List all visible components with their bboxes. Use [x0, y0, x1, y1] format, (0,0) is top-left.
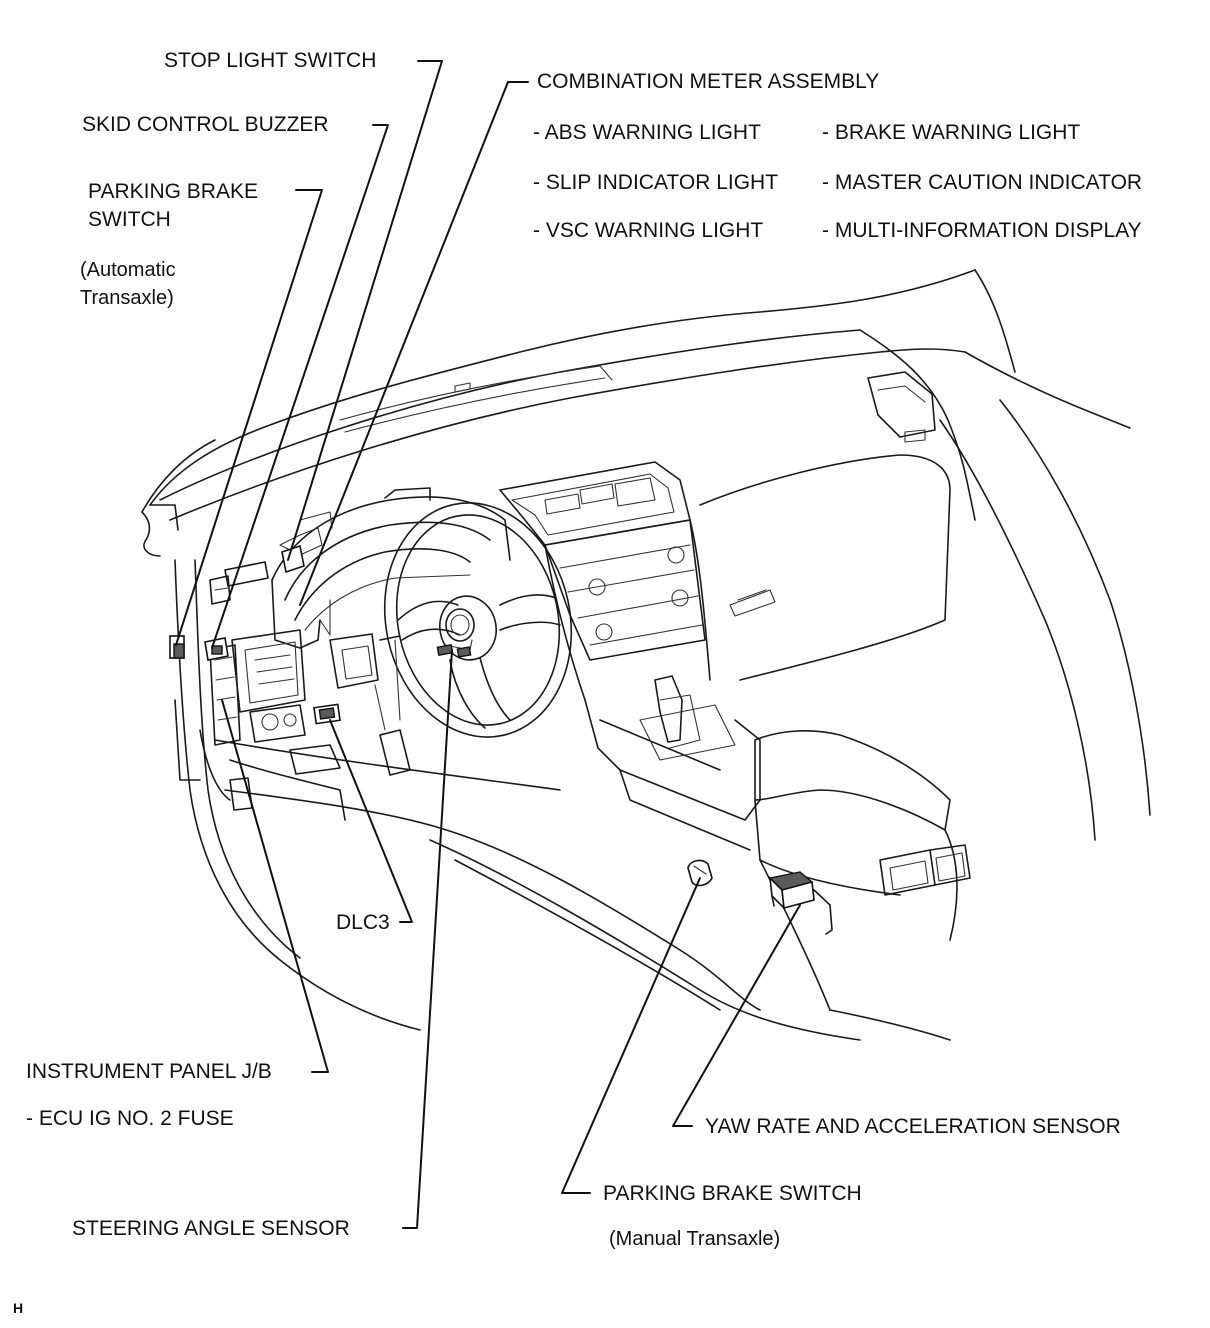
- right-air-vent: [867, 371, 936, 443]
- label-instrument-panel-jb: INSTRUMENT PANEL J/B: [26, 1060, 272, 1083]
- left-lower-dash: [209, 561, 411, 811]
- label-slip-indicator-light: - SLIP INDICATOR LIGHT: [533, 171, 779, 194]
- leader-steering-angle-sensor: [402, 649, 453, 1229]
- glovebox: [699, 454, 951, 681]
- label-multi-information-display: - MULTI-INFORMATION DISPLAY: [822, 219, 1142, 242]
- label-ecu-ig-fuse: - ECU IG NO. 2 FUSE: [26, 1107, 234, 1130]
- label-parking-brake-switch-mt: PARKING BRAKE SWITCH: [603, 1182, 862, 1205]
- dashboard-outline: [141, 269, 1151, 1041]
- label-parking-brake-switch-at-note-line1: (Automatic: [80, 259, 176, 281]
- parking-brake-switch-mt-part: [687, 859, 713, 887]
- leader-parking-brake-switch-at: [175, 189, 323, 646]
- leader-lines: [175, 60, 801, 1229]
- leader-skid-control-buzzer: [211, 124, 389, 649]
- parking-brake-switch-at-part: [169, 635, 185, 659]
- label-steering-angle-sensor: STEERING ANGLE SENSOR: [72, 1217, 350, 1240]
- label-yaw-rate-sensor: YAW RATE AND ACCELERATION SENSOR: [705, 1115, 1121, 1138]
- steering-wheel: [383, 502, 573, 738]
- center-console: [584, 675, 971, 1041]
- figure-code: H: [13, 1300, 24, 1316]
- label-parking-brake-switch-at-line1: PARKING BRAKE: [88, 180, 258, 203]
- label-abs-warning-light: - ABS WARNING LIGHT: [533, 121, 761, 144]
- leader-stop-light-switch: [287, 60, 443, 561]
- label-parking-brake-switch-mt-note: (Manual Transaxle): [609, 1228, 781, 1250]
- label-vsc-warning-light: - VSC WARNING LIGHT: [533, 219, 764, 242]
- label-skid-control-buzzer: SKID CONTROL BUZZER: [82, 113, 329, 136]
- leader-dlc3: [329, 719, 413, 923]
- label-master-caution-indicator: - MASTER CAUTION INDICATOR: [822, 171, 1143, 194]
- leader-yaw-rate-sensor: [672, 904, 801, 1127]
- label-parking-brake-switch-at-note-line2: Transaxle): [80, 287, 174, 309]
- label-parking-brake-switch-at-line2: SWITCH: [88, 208, 171, 231]
- label-stop-light-switch: STOP LIGHT SWITCH: [164, 49, 377, 72]
- leader-parking-brake-switch-mt: [561, 877, 701, 1194]
- yaw-rate-sensor-part: [768, 871, 833, 935]
- label-dlc3: DLC3: [336, 911, 390, 934]
- label-combination-meter: COMBINATION METER ASSEMBLY: [537, 70, 880, 93]
- leader-instrument-panel-jb: [221, 699, 329, 1073]
- center-stack: [499, 461, 711, 701]
- stop-light-switch-part: [281, 544, 305, 574]
- skid-control-buzzer-part: [204, 637, 229, 661]
- leader-combination-meter: [299, 81, 529, 606]
- defroster-vent: [339, 365, 613, 433]
- label-brake-warning-light: - BRAKE WARNING LIGHT: [822, 121, 1081, 144]
